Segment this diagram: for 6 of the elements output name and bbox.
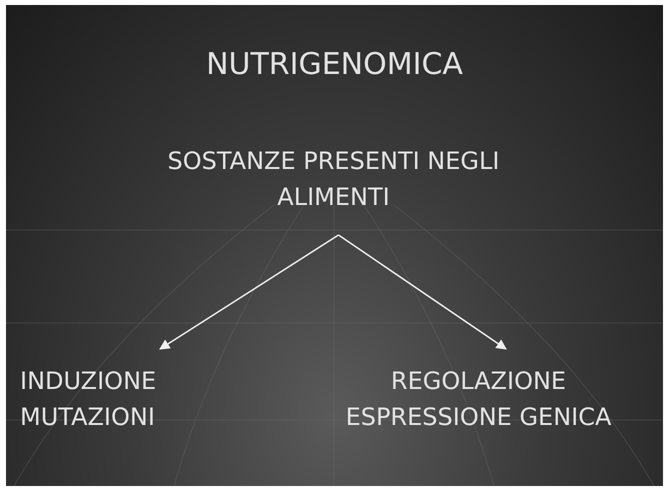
node-text: SOSTANZE PRESENTI NEGLI ALIMENTI [156,143,511,215]
node-text: INDUZIONE MUTAZIONI [20,363,250,435]
title: NUTRIGENOMICA [205,47,464,83]
node-text: REGOLAZIONE ESPRESSIONE GENICA [306,363,651,435]
arrow [338,234,507,350]
arrow [159,234,339,350]
